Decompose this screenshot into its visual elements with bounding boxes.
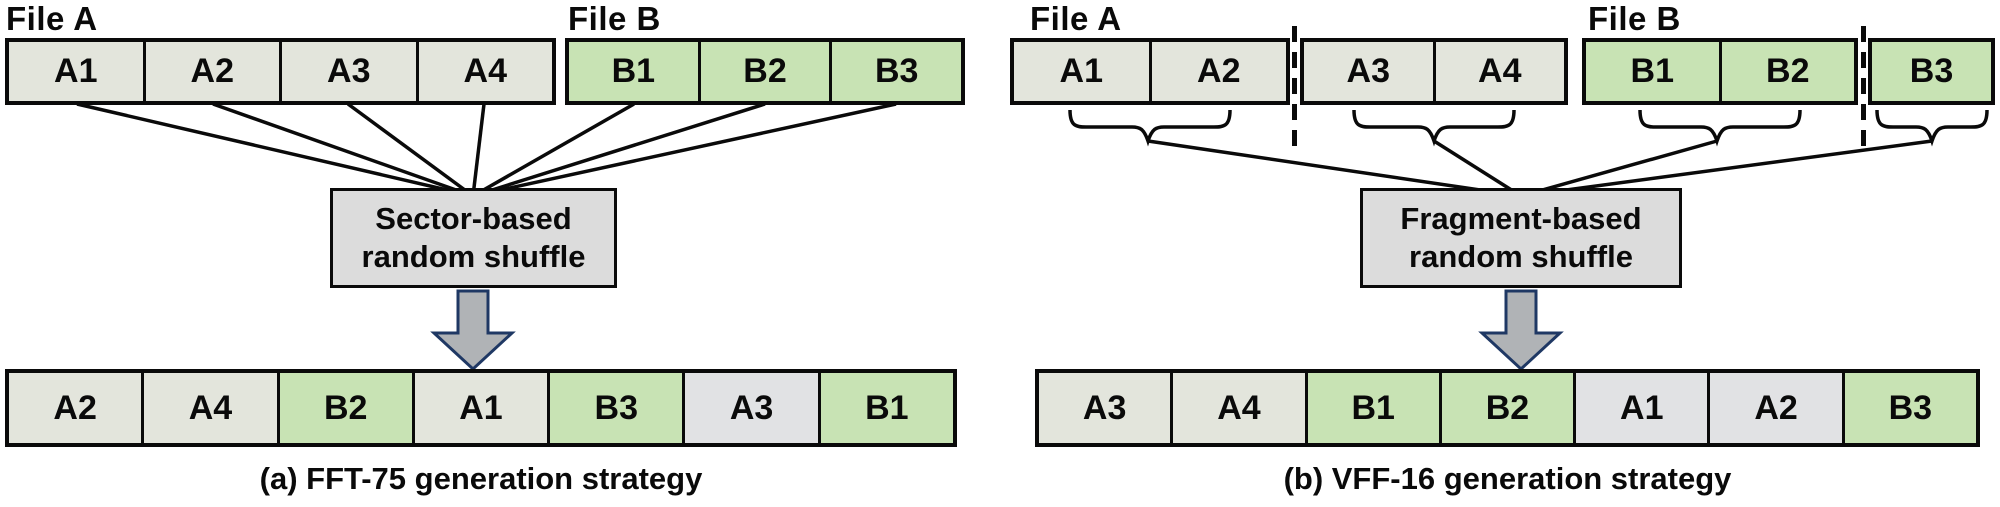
sector-cell: B3 (829, 42, 962, 101)
sector-cell: B3 (547, 373, 683, 443)
shuffled-result-strip: A2 A4 B2 A1 B3 A3 B1 (5, 369, 957, 447)
sector-cell: A2 (1707, 373, 1842, 443)
down-arrow-icon (1478, 289, 1564, 372)
sector-cell: B2 (1438, 373, 1574, 443)
sector-cell: B1 (817, 373, 953, 443)
sector-cell: B3 (1841, 373, 1976, 443)
sector-cell: A1 (9, 42, 143, 101)
sector-cell: A2 (9, 373, 142, 443)
sector-cell: A4 (1170, 373, 1305, 443)
sector-cell: B3 (1872, 42, 1991, 101)
shuffled-result-strip: A3 A4 B1 B2 A1 A2 B3 (1035, 369, 1980, 447)
file-a-sector-strip: A1 A2 A3 A4 (5, 38, 556, 105)
sector-cell: A4 (141, 373, 277, 443)
panel-b-caption: (b) VFF-16 generation strategy (1283, 461, 1732, 496)
sector-cell: B1 (569, 42, 698, 101)
sector-cell: A1 (1573, 373, 1708, 443)
file-b-fragment1-strip: B1 B2 (1582, 38, 1858, 105)
fragment-braces (1068, 109, 1989, 147)
sector-cell: A4 (415, 42, 552, 101)
sector-cell: A3 (279, 42, 416, 101)
file-a-fragment1-strip: A1 A2 (1010, 38, 1290, 105)
panel-a-caption: (a) FFT-75 generation strategy (259, 461, 703, 496)
fragment-shuffle-box: Fragment-based random shuffle (1360, 188, 1682, 288)
file-a-label: File A (1030, 0, 1122, 37)
down-arrow-icon (430, 289, 516, 372)
sector-cell: B2 (276, 373, 412, 443)
shuffle-box-line2: random shuffle (361, 239, 586, 274)
file-b-label: File B (568, 0, 661, 37)
file-a-label: File A (6, 0, 98, 37)
shuffle-box-line1: Fragment-based (1400, 201, 1642, 237)
sector-cell: A3 (1039, 373, 1171, 443)
shuffle-box-line2: random shuffle (1409, 239, 1633, 274)
sector-cell: A3 (682, 373, 818, 443)
sector-cell: B1 (1586, 42, 1719, 101)
file-b-sector-strip: B1 B2 B3 (565, 38, 965, 105)
sector-cell: A4 (1432, 42, 1564, 101)
sector-cell: B1 (1304, 373, 1439, 443)
sector-cell: A3 (1304, 42, 1433, 101)
sector-cell: A2 (142, 42, 279, 101)
sector-cell: A1 (411, 373, 548, 443)
file-a-fragment2-strip: A3 A4 (1300, 38, 1568, 105)
sector-cell: B2 (1718, 42, 1854, 101)
file-b-fragment2-strip: B3 (1868, 38, 1995, 105)
sector-converge-lines (76, 102, 897, 198)
shuffle-box-line1: Sector-based (375, 201, 572, 237)
sector-cell: A1 (1014, 42, 1149, 101)
sector-shuffle-box: Sector-based random shuffle (330, 188, 617, 288)
file-b-label: File B (1588, 0, 1681, 37)
sector-cell: A2 (1148, 42, 1286, 101)
sector-cell: B2 (697, 42, 830, 101)
